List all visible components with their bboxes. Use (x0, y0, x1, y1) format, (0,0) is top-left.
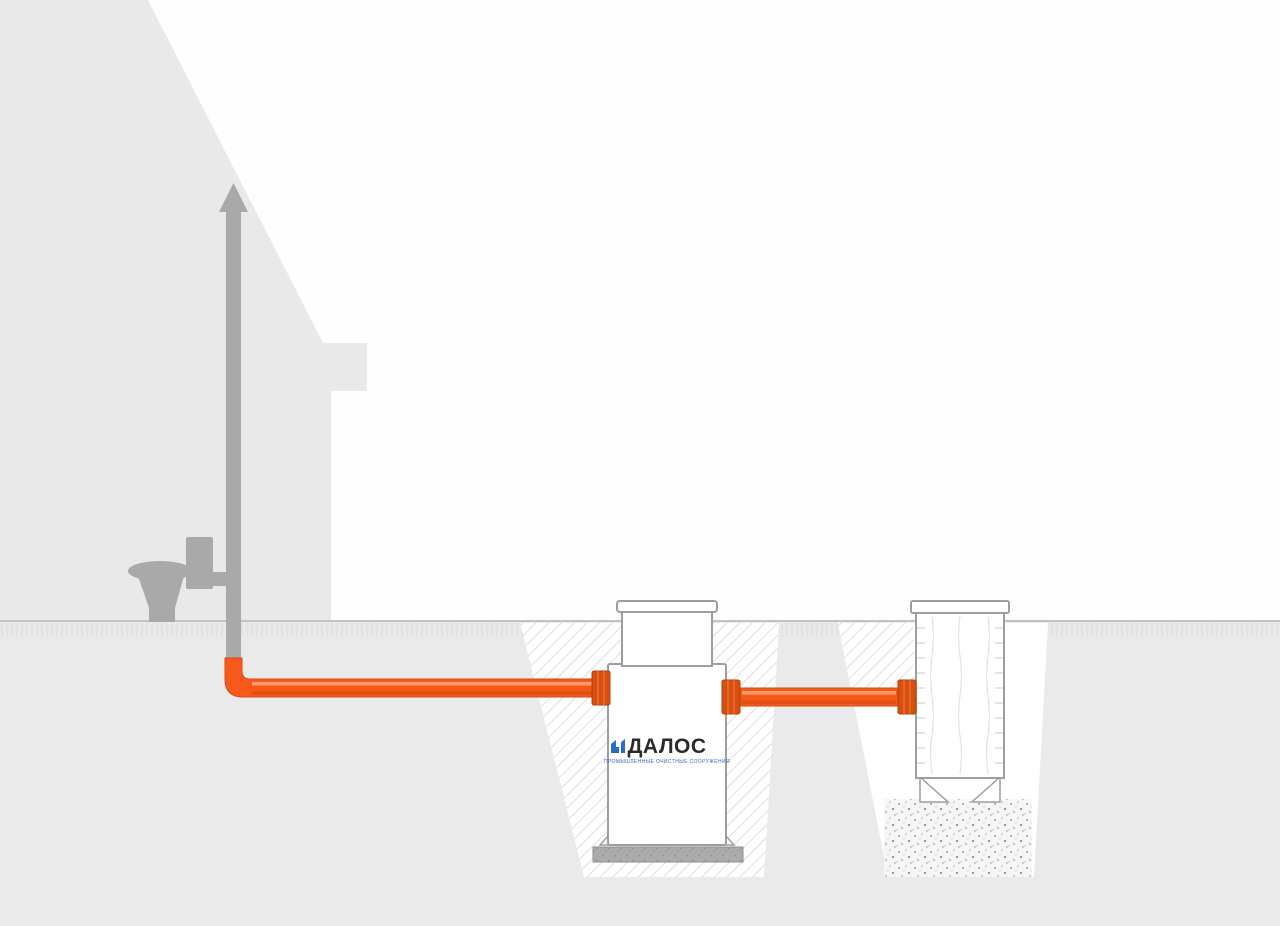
septic-tank (598, 600, 736, 846)
tank-body (607, 663, 727, 846)
concrete-slab (592, 846, 744, 863)
excavation-hatch-well (838, 623, 914, 700)
coupling-tank-outlet (721, 679, 741, 715)
tank-neck (621, 607, 713, 667)
well-lid (910, 600, 1010, 614)
coupling-tank-inlet (591, 670, 611, 706)
well-body-texture (929, 615, 991, 775)
house-silhouette (0, 0, 367, 623)
coupling-well-inlet (897, 679, 917, 715)
gravel-base (884, 799, 1032, 877)
pipe-couplings (591, 670, 917, 715)
sewer-pipes (224, 657, 917, 715)
toilet-icon (128, 537, 228, 622)
pipe-shading (252, 682, 896, 704)
drainage-well (910, 600, 1010, 803)
tank-lid (616, 600, 718, 613)
vent-arrow-icon (219, 183, 248, 212)
vent-pipe (226, 212, 241, 662)
well-foot-left (919, 775, 950, 803)
well-corrugation (917, 627, 1003, 764)
well-foot-right (970, 775, 1001, 803)
plumbing-silhouette (128, 183, 248, 662)
